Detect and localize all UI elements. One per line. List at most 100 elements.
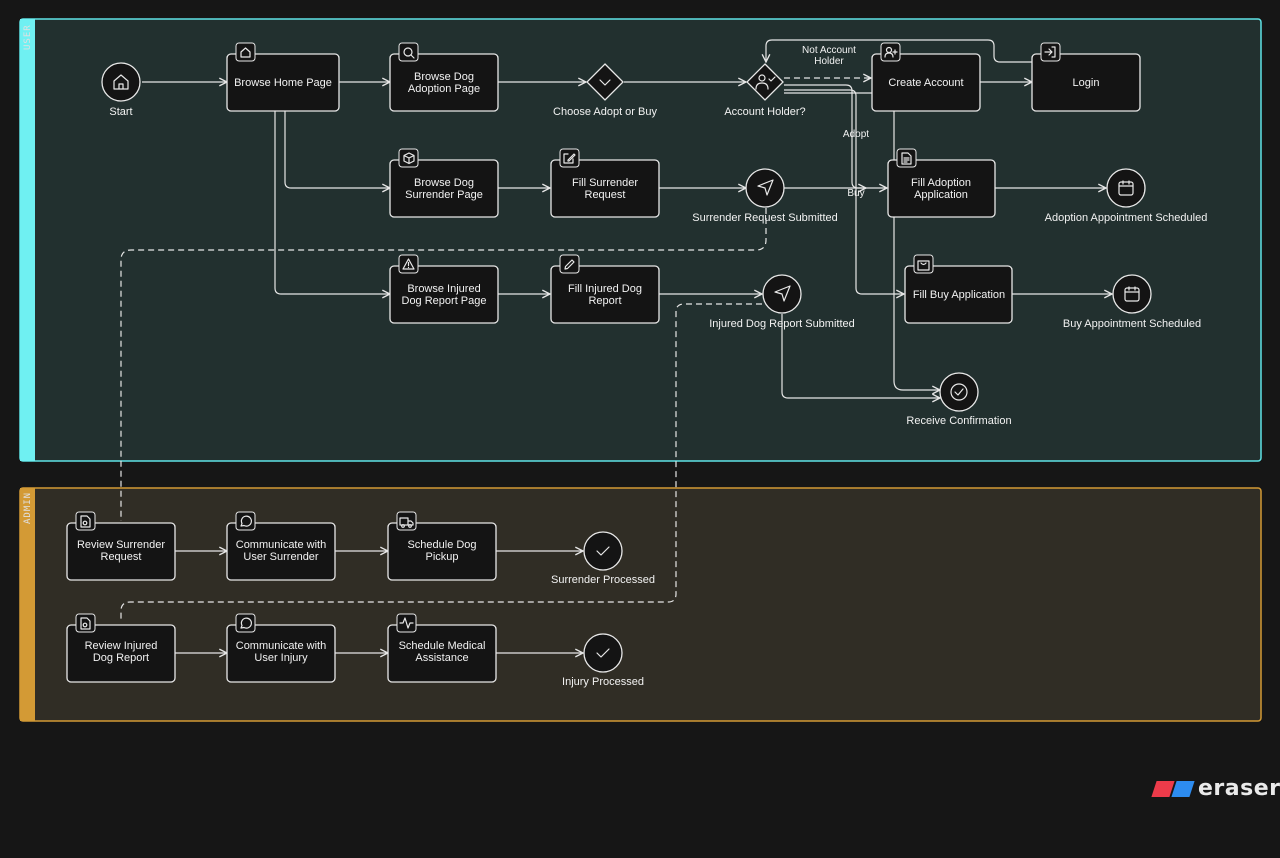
edge-label-not-account-holder-1: Not Account: [802, 45, 856, 56]
account-holder-label: Account Holder?: [724, 106, 805, 118]
fill-injured-report-node[interactable]: Fill Injured Dog Report: [550, 254, 660, 324]
login-node[interactable]: Login: [1031, 42, 1141, 112]
schedule-pickup-label-2: Pickup: [425, 551, 458, 563]
log-in-icon: [1044, 46, 1056, 58]
comm-injury-label-1: Communicate with: [236, 640, 326, 652]
adoption-scheduled-label: Adoption Appointment Scheduled: [1045, 212, 1208, 224]
create-account-node[interactable]: Create Account: [871, 42, 981, 112]
admin-lane-title: ADMIN: [23, 492, 33, 524]
browse-home-page-node[interactable]: Browse Home Page: [226, 42, 340, 112]
injury-processed-node[interactable]: Injury Processed: [562, 633, 644, 688]
file-search-icon: [80, 515, 91, 528]
browse-adoption-page-node[interactable]: Browse Dog Adoption Page: [389, 42, 499, 112]
file-search-icon: [80, 617, 91, 630]
comm-surrender-label-1: Communicate with: [236, 539, 326, 551]
surrender-processed-node[interactable]: Surrender Processed: [551, 531, 655, 586]
review-surrender-label-1: Review Surrender: [77, 539, 165, 551]
send-icon: [774, 285, 791, 302]
fill-injured-label-1: Fill Injured Dog: [568, 283, 642, 295]
user-plus-icon: [884, 46, 898, 58]
calendar-icon: [1124, 286, 1140, 302]
user-lane-title: USER: [23, 24, 33, 50]
browse-adoption-label-1: Browse Dog: [414, 71, 474, 83]
surrender-submitted-label: Surrender Request Submitted: [692, 212, 838, 224]
user-check-icon: [755, 74, 776, 90]
fill-adoption-label-2: Application: [914, 189, 968, 201]
start-node[interactable]: Start: [101, 62, 141, 118]
message-circle-icon: [240, 515, 252, 527]
message-circle-icon: [240, 617, 252, 629]
user-lane: USER: [19, 18, 1262, 462]
browse-surrender-label-1: Browse Dog: [414, 177, 474, 189]
communicate-user-injury-node[interactable]: Communicate with User Injury: [226, 613, 336, 683]
chevron-down-icon: [599, 79, 611, 86]
activity-icon: [399, 617, 414, 629]
injury-processed-label: Injury Processed: [562, 676, 644, 688]
fill-buy-application-node[interactable]: Fill Buy Application: [904, 254, 1013, 324]
alert-triangle-icon: [402, 258, 415, 270]
browse-adoption-label-2: Adoption Page: [408, 83, 480, 95]
box-icon: [403, 152, 415, 165]
truck-icon: [399, 517, 414, 528]
schedule-medical-label-2: Assistance: [415, 652, 468, 664]
review-surrender-label-2: Request: [101, 551, 142, 563]
surrender-request-submitted-node[interactable]: Surrender Request Submitted: [692, 168, 838, 224]
edges: [120, 39, 1112, 653]
fill-surrender-label-2: Request: [585, 189, 626, 201]
surrender-processed-label: Surrender Processed: [551, 574, 655, 586]
schedule-medical-label-1: Schedule Medical: [399, 640, 486, 652]
review-injured-label-1: Review Injured: [85, 640, 158, 652]
fill-buy-label: Fill Buy Application: [913, 289, 1005, 301]
eraser-brand-logo[interactable]: eraser: [1151, 776, 1280, 801]
check-icon: [596, 648, 610, 658]
edge-label-buy: Buy: [847, 188, 864, 199]
browse-injured-label-1: Browse Injured: [407, 283, 480, 295]
receive-confirmation-label: Receive Confirmation: [906, 415, 1011, 427]
fill-adoption-label-1: Fill Adoption: [911, 177, 971, 189]
choose-adopt-or-buy-label: Choose Adopt or Buy: [553, 106, 657, 118]
adoption-appointment-scheduled-node[interactable]: Adoption Appointment Scheduled: [1045, 168, 1208, 224]
buy-appointment-scheduled-node[interactable]: Buy Appointment Scheduled: [1063, 274, 1201, 330]
browse-surrender-page-node[interactable]: Browse Dog Surrender Page: [389, 148, 499, 218]
account-holder-decision-node[interactable]: Account Holder?: [724, 63, 806, 118]
pencil-icon: [564, 259, 575, 270]
home-icon: [113, 74, 129, 90]
review-injured-report-node[interactable]: Review Injured Dog Report: [66, 613, 176, 683]
fill-surrender-label-1: Fill Surrender: [572, 177, 638, 189]
browse-home-page-label: Browse Home Page: [234, 77, 332, 89]
fill-surrender-request-node[interactable]: Fill Surrender Request: [550, 148, 660, 218]
browse-surrender-label-2: Surrender Page: [405, 189, 483, 201]
injured-submitted-label: Injured Dog Report Submitted: [709, 318, 855, 330]
communicate-user-surrender-node[interactable]: Communicate with User Surrender: [226, 511, 336, 581]
eraser-logo-icon: [1151, 780, 1195, 797]
schedule-dog-pickup-node[interactable]: Schedule Dog Pickup: [387, 511, 497, 581]
browse-injured-report-page-node[interactable]: Browse Injured Dog Report Page: [389, 254, 499, 324]
fill-injured-label-2: Report: [588, 295, 621, 307]
schedule-medical-assistance-node[interactable]: Schedule Medical Assistance: [387, 613, 497, 683]
comm-injury-label-2: User Injury: [254, 652, 308, 664]
brand-name: eraser: [1198, 776, 1280, 801]
browse-injured-label-2: Dog Report Page: [402, 295, 487, 307]
file-text-icon: [901, 152, 912, 165]
review-surrender-request-node[interactable]: Review Surrender Request: [66, 511, 176, 581]
edge-label-adopt: Adopt: [843, 129, 869, 140]
home-icon: [240, 47, 251, 58]
shopping-bag-icon: [917, 260, 930, 271]
calendar-icon: [1118, 180, 1134, 196]
choose-adopt-or-buy-node[interactable]: Choose Adopt or Buy: [553, 63, 657, 118]
create-account-label: Create Account: [888, 77, 963, 89]
review-injured-label-2: Dog Report: [93, 652, 149, 664]
injured-report-submitted-node[interactable]: Injured Dog Report Submitted: [709, 274, 855, 330]
login-label: Login: [1073, 77, 1100, 89]
check-icon: [596, 546, 610, 556]
send-icon: [757, 179, 774, 196]
start-label: Start: [109, 106, 132, 118]
receive-confirmation-node[interactable]: Receive Confirmation: [906, 372, 1012, 427]
buy-scheduled-label: Buy Appointment Scheduled: [1063, 318, 1201, 330]
schedule-pickup-label-1: Schedule Dog: [407, 539, 476, 551]
search-icon: [403, 47, 415, 59]
fill-adoption-application-node[interactable]: Fill Adoption Application: [887, 148, 996, 218]
comm-surrender-label-2: User Surrender: [243, 551, 319, 563]
edge-label-not-account-holder-2: Holder: [814, 56, 844, 67]
